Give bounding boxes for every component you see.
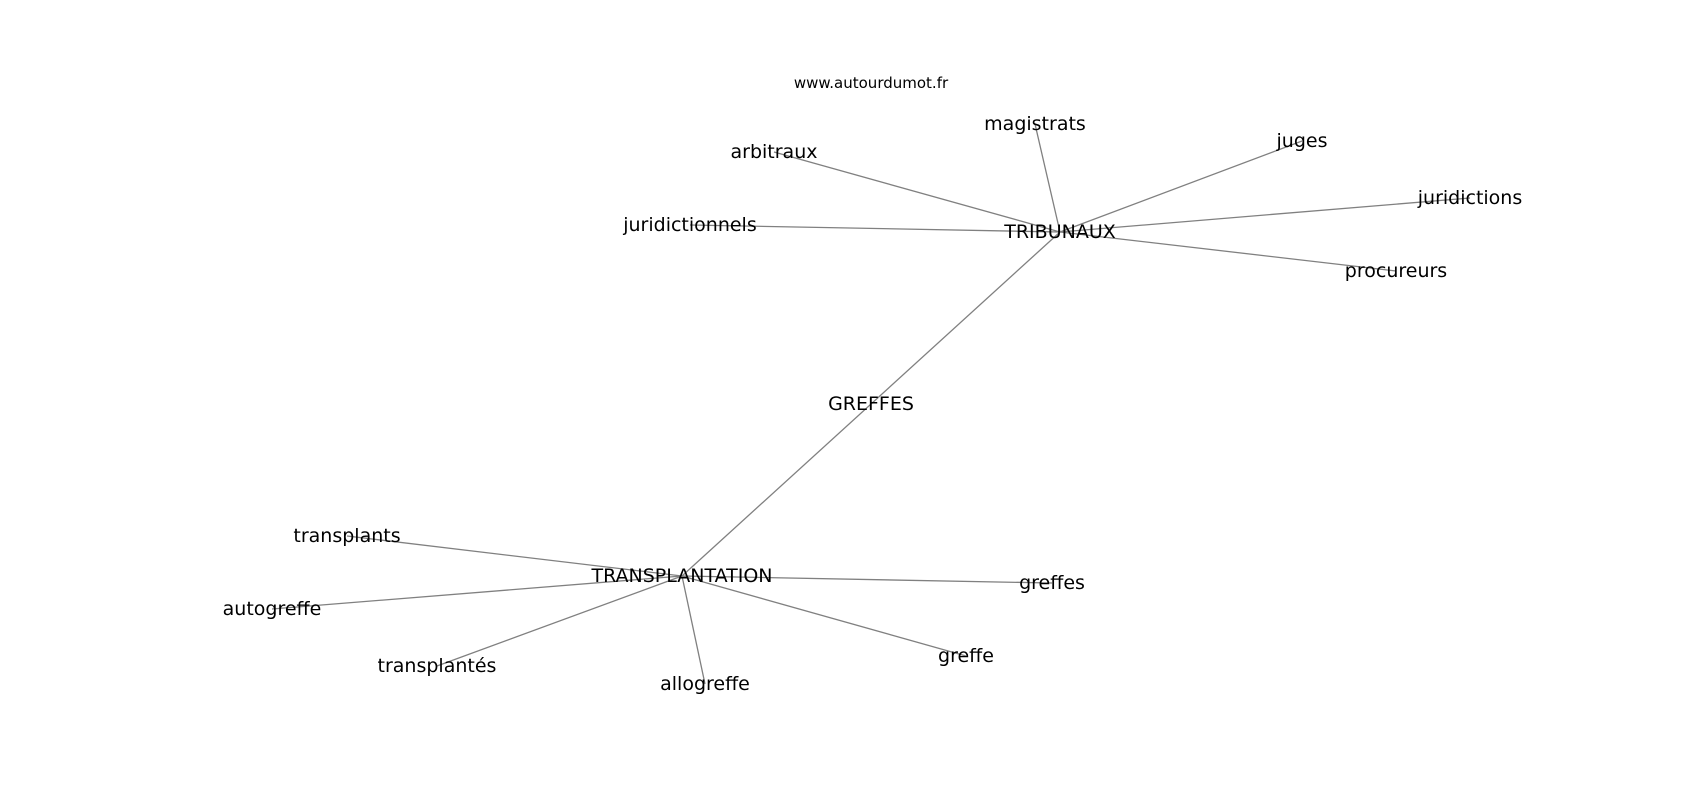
edge-tribunaux-juges [1059,140,1303,233]
node-transplants[interactable]: transplants [293,525,400,547]
node-allogreffe[interactable]: allogreffe [660,673,750,695]
node-greffes_center[interactable]: GREFFES [828,393,914,415]
edge-transplantation-transplants [346,535,683,577]
edge-tribunaux-juridictionnels [689,224,1061,233]
node-autogreffe[interactable]: autogreffe [223,598,322,620]
edge-transplantation-greffe [681,575,967,657]
node-tribunaux[interactable]: TRIBUNAUX [1003,221,1116,243]
node-arbitraux[interactable]: arbitraux [731,141,818,163]
node-greffe[interactable]: greffe [938,645,994,667]
node-juridictions[interactable]: juridictions [1417,187,1523,209]
edge-tribunaux-transplantation [681,231,1061,577]
edge-transplantation-transplantes [436,575,683,667]
edge-transplantation-allogreffe [681,575,706,685]
edge-tribunaux-arbitraux [773,151,1061,233]
node-magistrats[interactable]: magistrats [984,113,1086,135]
node-procureurs[interactable]: procureurs [1345,260,1447,282]
edge-layer [271,123,1471,685]
edge-transplantation-autogreffe [271,575,683,610]
node-layer: GREFFES TRIBUNAUX TRANSPLANTATION magistrat… [223,113,1523,695]
node-juridictionnels[interactable]: juridictionnels [622,214,757,236]
source-label[interactable]: www.autourdumot.fr [794,74,949,92]
node-juges[interactable]: juges [1276,130,1328,152]
node-greffes[interactable]: greffes [1019,572,1085,594]
edge-transplantation-greffes [681,575,1053,584]
edge-tribunaux-juridictions [1059,197,1471,233]
edge-tribunaux-procureurs [1059,231,1397,272]
node-transplantes[interactable]: transplantés [378,655,497,677]
node-transplantation[interactable]: TRANSPLANTATION [590,565,772,587]
edge-tribunaux-magistrats [1034,123,1061,233]
